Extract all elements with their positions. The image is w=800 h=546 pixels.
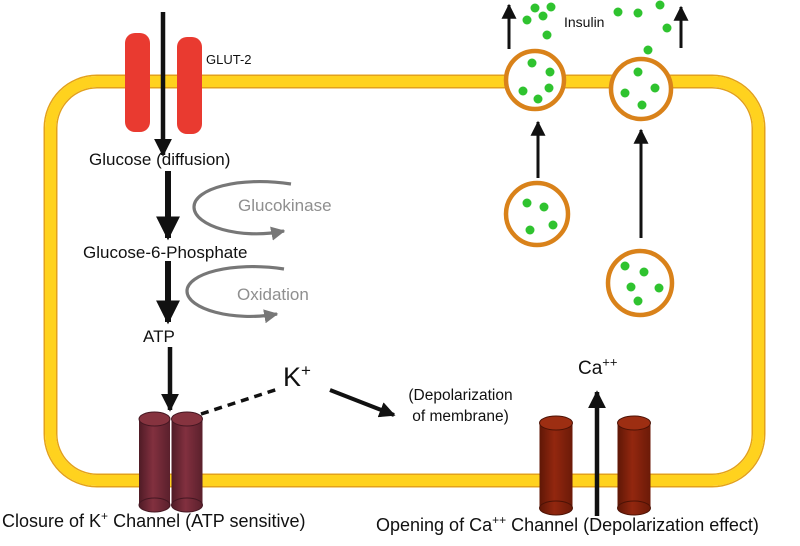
atp-label: ATP: [143, 327, 175, 346]
insulin-vesicle-fused-right: [608, 56, 674, 122]
released-insulin-granules: [522, 0, 672, 55]
k-channel-caption: Closure of K+ Channel (ATP sensitive): [2, 509, 306, 532]
depolarization-line2: of membrane): [412, 407, 509, 425]
calcium-symbol: Ca: [578, 358, 603, 379]
potassium-symbol: K: [283, 362, 302, 392]
glut2-label: GLUT-2: [206, 52, 252, 67]
ca-caption-post: Channel (Depolarization effect): [506, 515, 759, 535]
ca-channel-caption: Opening of Ca++ Channel (Depolarization …: [376, 513, 759, 536]
potassium-charge: +: [301, 361, 311, 380]
depolarization-label: (Depolarization of membrane): [393, 386, 528, 428]
k-caption-sup: +: [101, 509, 109, 523]
calcium-charge: ++: [602, 354, 618, 370]
insulin-vesicle-inner-left: [503, 180, 571, 248]
glucose-label: Glucose (diffusion): [89, 150, 231, 169]
ca-caption-sup: ++: [492, 513, 507, 527]
glucose-6-phosphate-label: Glucose-6-Phosphate: [83, 243, 248, 262]
insulin-label: Insulin: [564, 14, 605, 30]
glucokinase-label: Glucokinase: [238, 196, 332, 215]
kchannel-to-kion-dashed-line: [200, 387, 279, 416]
insulin-vesicle-inner-right: [605, 248, 675, 318]
kion-to-depolarization-arrow: [329, 388, 396, 418]
depolarization-line1: (Depolarization: [408, 387, 513, 404]
cell-membrane: [45, 76, 764, 486]
oxidation-reaction-arc: [185, 265, 285, 324]
k-channel-icon: [138, 411, 203, 513]
glucokinase-reaction-arc: [192, 180, 292, 241]
glut2-transporter-icon: [125, 33, 202, 134]
oxidation-label: Oxidation: [237, 285, 309, 304]
ca-caption-pre: Opening of Ca: [376, 515, 493, 535]
k-caption-pre: Closure of K: [2, 511, 102, 531]
insulin-vesicle-fused-left: [503, 48, 567, 112]
potassium-ion-label: K+: [283, 362, 311, 393]
calcium-ion-label: Ca++: [578, 354, 618, 380]
k-caption-post: Channel (ATP sensitive): [108, 511, 306, 531]
ca-channel-icon: [539, 415, 651, 516]
